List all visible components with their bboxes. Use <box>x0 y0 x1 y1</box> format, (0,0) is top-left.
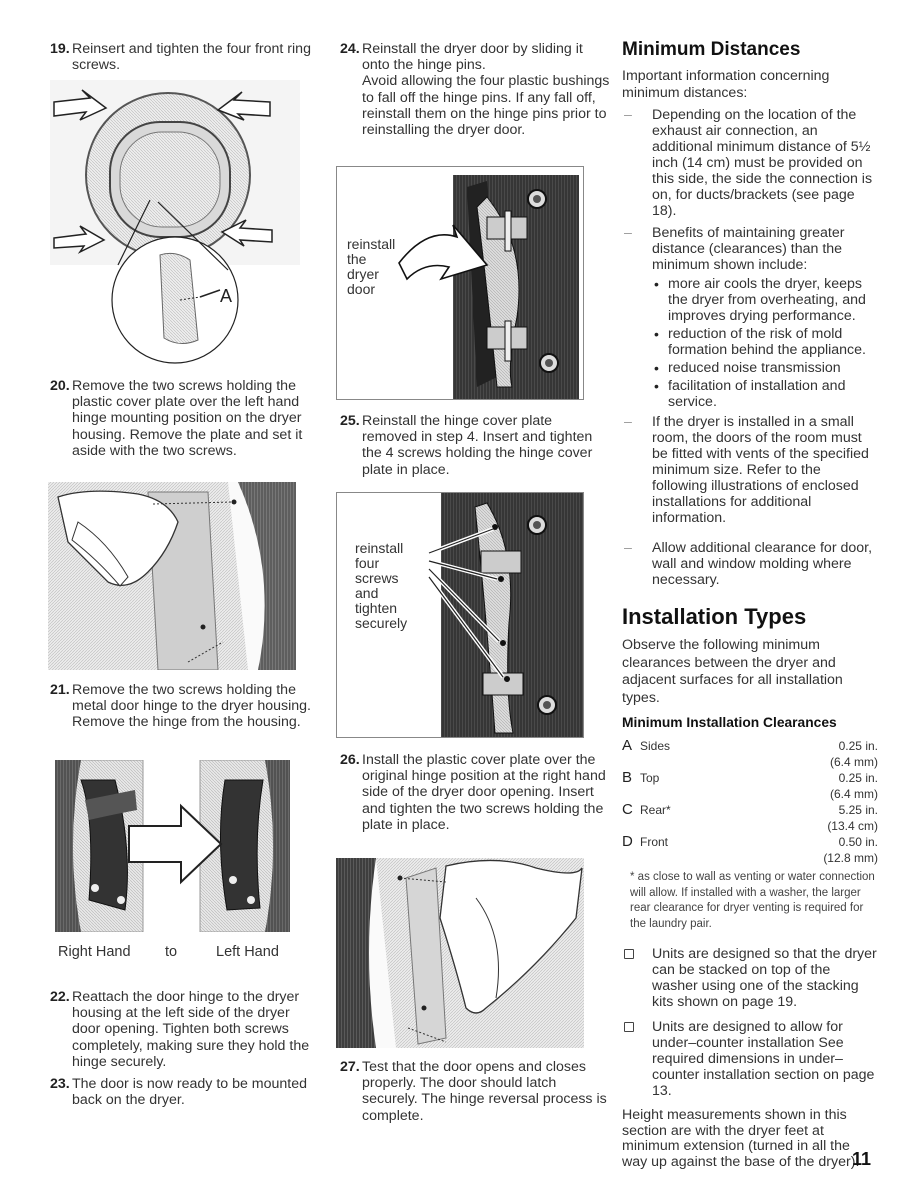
clearance-letter: C <box>622 801 633 818</box>
step-number: 21. <box>50 682 70 698</box>
clearance-value: 0.25 in. (6.4 mm) <box>830 739 878 769</box>
figure-label-reinstall-door: reinstall the dryer door <box>347 236 396 297</box>
minimum-distances-list: Depending on the location of the exhaust… <box>622 107 878 588</box>
section-title-minimum-distances: Minimum Distances <box>622 39 801 60</box>
clearance-name: Top <box>640 771 660 785</box>
clearance-value: 5.25 in. (13.4 cm) <box>827 803 878 833</box>
step-23: 23. The door is now ready to be mounted … <box>50 1076 317 1108</box>
figure-reinstall-screws: reinstall four screws and tighten secure… <box>336 492 584 738</box>
list-item: Depending on the location of the exhaust… <box>622 107 878 219</box>
step-number: 23. <box>50 1076 70 1092</box>
intro-installation-types: Observe the following minimum clearances… <box>622 637 843 706</box>
clearance-name: Rear* <box>640 803 671 817</box>
clearance-letter: A <box>622 737 633 754</box>
figure-label-reinstall-screws: reinstall four screws and tighten secure… <box>355 540 408 631</box>
figure-install-cover-plate <box>336 858 584 1048</box>
clearance-letter: B <box>622 769 633 786</box>
clearance-row: B Top 0.25 in. (6.4 mm) <box>622 770 878 802</box>
step-text: Test that the door opens and closes prop… <box>362 1059 607 1124</box>
clearance-value: 0.50 in. (12.8 mm) <box>823 835 878 865</box>
height-measurement-note: Height measurements shown in this sectio… <box>622 1107 860 1170</box>
figure-front-ring-screws: A <box>50 80 300 370</box>
clearance-value: 0.25 in. (6.4 mm) <box>830 771 878 801</box>
step-text: Remove the two screws holding the plasti… <box>72 378 303 459</box>
step-20: 20. Remove the two screws holding the pl… <box>50 378 317 459</box>
page-number: 11 <box>852 1149 872 1169</box>
step-text: Remove the two screws holding the metal … <box>72 682 311 731</box>
figure-reinstall-door: reinstall the dryer door <box>336 166 584 400</box>
installation-notes-list: Units are designed so that the dryer can… <box>622 946 878 1099</box>
step-21: 21. Remove the two screws holding the me… <box>50 682 317 731</box>
intro-minimum-distances: Important information concerning minimum… <box>622 68 830 101</box>
caption-right-hand: Right Hand <box>58 944 131 960</box>
list-item-text: Benefits of maintaining greater distance… <box>652 225 845 273</box>
checkbox-note: Units are designed to allow for under–co… <box>622 1019 878 1099</box>
step-text: The door is now ready to be mounted back… <box>72 1076 308 1109</box>
clearance-letter: D <box>622 833 633 850</box>
caption-left-hand: Left Hand <box>216 944 279 960</box>
step-note: Avoid allowing the four plastic bushings… <box>362 73 610 139</box>
step-number: 19. <box>50 41 70 57</box>
bullet-item: reduced noise transmission <box>652 360 878 376</box>
step-22: 22. Reattach the door hinge to the dryer… <box>50 989 317 1070</box>
step-number: 25. <box>340 413 360 429</box>
bullet-item: reduction of the risk of mold formation … <box>652 326 878 358</box>
clearances-table: A Sides 0.25 in. (6.4 mm) B Top 0.25 in.… <box>622 738 878 866</box>
step-24: 24. Reinstall the dryer door by sliding … <box>340 41 610 138</box>
step-number: 26. <box>340 752 360 768</box>
step-27: 27. Test that the door opens and closes … <box>340 1059 610 1124</box>
benefits-list: more air cools the dryer, keeps the drye… <box>652 276 878 410</box>
step-number: 24. <box>340 41 360 57</box>
caption-to: to <box>165 944 178 960</box>
clearance-row: C Rear* 5.25 in. (13.4 cm) <box>622 802 878 834</box>
step-number: 20. <box>50 378 70 394</box>
clearance-name: Front <box>640 835 669 849</box>
step-text: Reinstall the hinge cover plate removed … <box>362 413 593 478</box>
step-text: Reinsert and tighten the four front ring… <box>72 41 311 74</box>
bullet-item: more air cools the dryer, keeps the drye… <box>652 276 878 324</box>
right-column: Minimum Distances Important information … <box>622 38 878 1170</box>
bullet-item: facilitation of installation and service… <box>652 378 878 410</box>
section-title-installation-types: Installation Types <box>622 604 807 629</box>
clearance-row: A Sides 0.25 in. (6.4 mm) <box>622 738 878 770</box>
step-25: 25. Reinstall the hinge cover plate remo… <box>340 413 610 478</box>
step-text: Reinstall the dryer door by sliding it o… <box>362 41 583 74</box>
step-text: Reattach the door hinge to the dryer hou… <box>72 989 310 1070</box>
figure-label-a: A <box>220 286 232 306</box>
step-number: 22. <box>50 989 70 1005</box>
step-text: Install the plastic cover plate over the… <box>362 752 606 833</box>
step-26: 26. Install the plastic cover plate over… <box>340 752 610 833</box>
clearances-title: Minimum Installation Clearances <box>622 715 837 730</box>
step-number: 27. <box>340 1059 360 1075</box>
clearance-row: D Front 0.50 in. (12.8 mm) <box>622 834 878 866</box>
clearance-footnote: * as close to wall as venting or water c… <box>630 871 875 930</box>
list-item: If the dryer is installed in a small roo… <box>622 414 878 526</box>
clearance-name: Sides <box>640 739 671 753</box>
list-item: Allow additional clearance for door, wal… <box>622 540 878 588</box>
checkbox-note: Units are designed so that the dryer can… <box>622 946 878 1010</box>
list-item: Benefits of maintaining greater distance… <box>622 225 878 410</box>
step-19: 19. Reinsert and tighten the four front … <box>50 41 317 73</box>
figure-remove-cover-plate <box>48 482 296 670</box>
figure-hinge-right-to-left <box>55 760 290 932</box>
